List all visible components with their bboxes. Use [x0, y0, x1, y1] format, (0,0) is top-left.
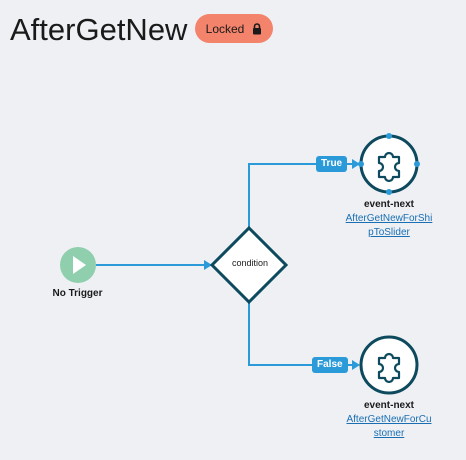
event-node-true-type: event-next	[363, 199, 414, 210]
condition-node[interactable]	[209, 225, 289, 305]
event-node-false-link-line2[interactable]: stomer	[373, 428, 405, 439]
event-node-false[interactable]	[359, 335, 419, 395]
event-node-false-type: event-next	[363, 400, 414, 411]
false-branch-tag: False	[312, 357, 348, 373]
event-node-true-link-line1[interactable]: AfterGetNewForShi	[345, 213, 433, 224]
locked-badge[interactable]: Locked	[195, 14, 273, 43]
event-node-false-link[interactable]: AfterGetNewForCu stomer	[329, 413, 449, 441]
page-title: AfterGetNew	[10, 12, 188, 47]
play-icon	[73, 256, 86, 274]
event-node-true-link[interactable]: AfterGetNewForShi pToSlider	[329, 212, 449, 240]
condition-label: condition	[231, 258, 269, 268]
puzzle-icon	[377, 352, 401, 384]
locked-badge-label: Locked	[205, 21, 245, 36]
event-node-true[interactable]	[358, 133, 420, 195]
trigger-node[interactable]	[60, 247, 96, 283]
event-node-true-link-line2[interactable]: pToSlider	[368, 227, 410, 238]
true-branch-tag: True	[316, 156, 348, 172]
puzzle-icon	[377, 151, 401, 183]
trigger-label: No Trigger	[52, 288, 103, 299]
lock-icon	[252, 22, 262, 35]
connector-trigger-to-condition	[96, 260, 212, 270]
event-node-false-link-line1[interactable]: AfterGetNewForCu	[346, 414, 432, 425]
